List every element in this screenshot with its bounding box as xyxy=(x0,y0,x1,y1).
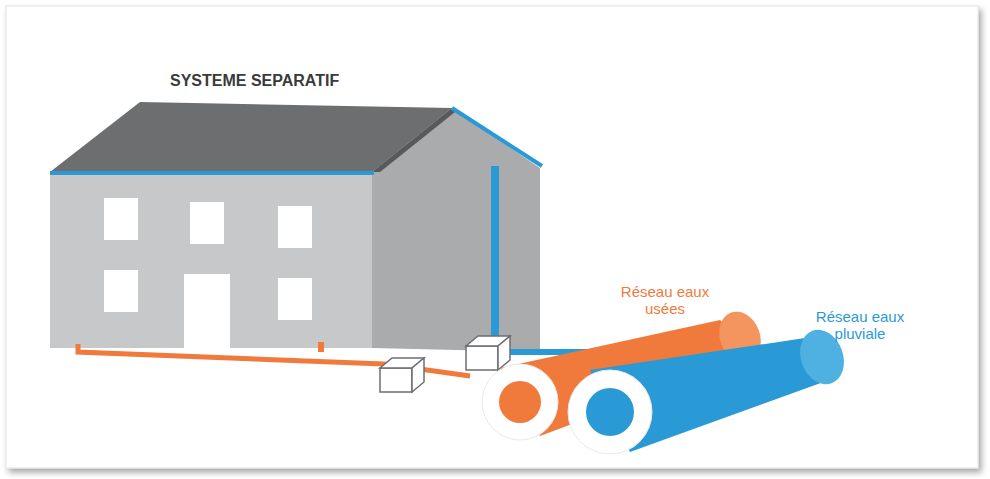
rain-water-network-pipe xyxy=(568,324,851,454)
downpipe xyxy=(491,166,499,342)
gutter xyxy=(50,171,374,175)
roof-edge xyxy=(372,108,455,172)
front-wall xyxy=(50,172,372,348)
network-label: Réseau eaux pluviale xyxy=(800,308,920,343)
windows xyxy=(104,198,312,348)
diagram-title: SYSTEME SEPARATIF xyxy=(170,72,510,90)
frame xyxy=(6,6,978,468)
gutter xyxy=(452,108,542,166)
network-label: Réseau eaux usées xyxy=(610,283,720,318)
